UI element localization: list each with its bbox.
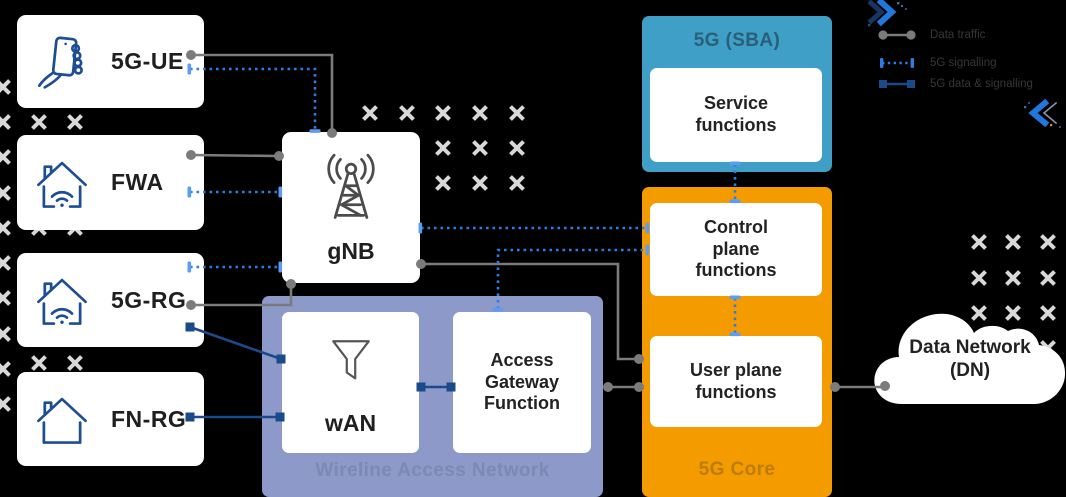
connection-ue-gnb-data (190, 53, 334, 131)
connection-ue-gnb-signalling (190, 67, 317, 130)
node-label: gNB (327, 238, 375, 264)
node-gnb: gNB (282, 132, 420, 283)
house-icon (37, 397, 87, 444)
legend-item-wireline: 5G data & signalling (876, 77, 1033, 91)
node-label: Access Gateway Function (484, 349, 560, 414)
funnel-icon (331, 340, 370, 380)
legend-label: 5G data & signalling (930, 78, 1033, 90)
blue-dotted-line-swatch (880, 58, 914, 68)
node-label: wAN (324, 409, 377, 436)
navy-solid-line-swatch (879, 80, 915, 88)
node-label: 5G-RG (111, 286, 187, 313)
node-label: Control plane functions (695, 216, 777, 281)
container-label: 5G (SBA) (693, 30, 781, 51)
node-label: Service functions (695, 93, 777, 135)
node-user-plane-functions: User plane functions (650, 336, 822, 427)
legend-label: Data traffic (930, 29, 986, 41)
legend-item-signalling: 5G signalling (876, 56, 996, 70)
node-label: User plane functions (689, 359, 783, 402)
gray-solid-line-swatch (878, 30, 916, 40)
node-data-network-cloud: Data Network (DN) (868, 298, 1066, 420)
node-fn-rg: FN-RG (17, 372, 204, 466)
node-label: FWA (111, 169, 164, 195)
node-label: 5G-UE (111, 48, 184, 74)
container-label: Wireline Access Network (315, 460, 550, 481)
node-fwa: FWA (17, 135, 204, 230)
node-5g-ue: 5G-UE (17, 15, 204, 108)
node-control-plane-functions: Control plane functions (650, 203, 822, 296)
cloud-icon (874, 313, 1066, 404)
node-5g-rg: 5G-RG (17, 253, 204, 347)
node-label: FN-RG (111, 405, 187, 432)
house-wifi-icon (37, 161, 87, 208)
radio-tower-icon (327, 153, 375, 219)
double-chevron-right-icon (867, 0, 907, 27)
house-wifi-icon (37, 278, 87, 325)
double-chevron-left-icon (1024, 98, 1061, 128)
legend-item-data-traffic: Data traffic (876, 28, 985, 42)
hand-phone-icon (37, 35, 83, 89)
node-wan: wAN (282, 312, 419, 453)
node-access-gateway-function: Access Gateway Function (453, 312, 591, 453)
container-label: 5G Core (698, 459, 776, 480)
legend-label: 5G signalling (930, 57, 997, 69)
node-label: Data Network (DN) (909, 337, 1031, 381)
node-service-functions: Service functions (650, 68, 822, 162)
